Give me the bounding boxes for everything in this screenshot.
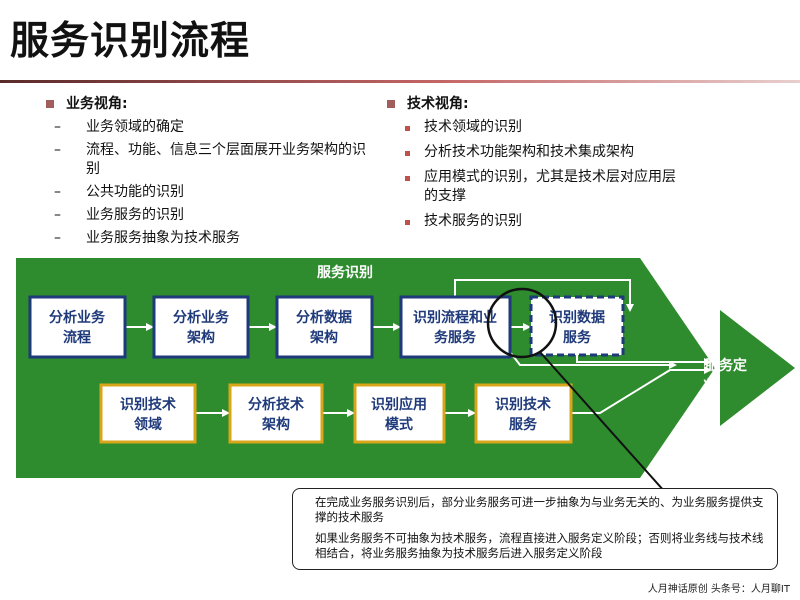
dot-bullet-icon	[405, 176, 410, 181]
box-label-line1: 识别技术	[495, 396, 551, 413]
square-bullet-icon	[387, 100, 395, 108]
technical-perspective: 技术视角: 技术领域的识别 分析技术功能架构和技术集成架构 应用模式的识别，尤其…	[383, 94, 703, 237]
result-arrowhead	[720, 310, 795, 426]
box-identify-tech-service: 识别技术 服务	[474, 383, 573, 444]
callout-pointer	[539, 351, 663, 488]
box-label-line1: 分析技术	[248, 396, 304, 413]
box-analyze-business-architecture: 分析业务 架构	[152, 295, 250, 359]
technical-heading: 技术视角:	[383, 94, 703, 114]
square-bullet-icon	[46, 100, 54, 108]
box-identify-process-business-service: 识别流程和业 务服务	[399, 295, 512, 359]
list-item: 技术服务的识别	[383, 212, 703, 231]
green-band-arrow	[16, 258, 715, 478]
list-item: 分析技术功能架构和技术集成架构	[383, 143, 703, 162]
box-label-line1: 识别数据	[549, 309, 605, 326]
list-item: –公共功能的识别	[54, 184, 184, 200]
box-label-line1: 识别技术	[120, 396, 176, 413]
technical-item-2: 分析技术功能架构和技术集成架构	[424, 144, 634, 160]
band-label: 服务识别	[317, 264, 373, 281]
box-label-line1: 分析数据	[296, 309, 352, 326]
box-label-line2: 领域	[134, 416, 162, 433]
box-label-line2: 务服务	[434, 329, 477, 346]
business-item-5: 业务服务抽象为技术服务	[86, 230, 240, 246]
list-item: 技术领域的识别	[383, 118, 703, 137]
result-label-line1: 服务定	[705, 357, 747, 374]
business-perspective: 业务视角: –业务领域的确定 –流程、功能、信息三个层面展开业务架构的识别 –公…	[42, 94, 382, 252]
box-label-line2: 服务	[509, 416, 538, 433]
dot-bullet-icon	[405, 220, 410, 225]
business-heading: 业务视角:	[42, 94, 382, 114]
dot-bullet-icon	[405, 151, 410, 156]
box-label-line2: 架构	[261, 416, 290, 433]
technical-heading-text: 技术视角:	[407, 96, 469, 112]
highlight-circle	[486, 287, 558, 359]
box-label-line2: 架构	[309, 329, 338, 346]
title-underline	[0, 80, 800, 83]
callout-paragraph-1: 在完成业务服务识别后，部分业务服务可进一步抽象为与业务无关的、为业务服务提供支撑…	[315, 495, 764, 524]
business-item-2: 流程、功能、信息三个层面展开业务架构的识别	[86, 142, 366, 177]
callout-paragraph-2: 如果业务服务不可抽象为技术服务，流程直接进入服务定义阶段；否则将业务线与技术线相…	[315, 531, 764, 560]
box-label-line1: 分析业务	[49, 309, 106, 326]
box-label-line1: 识别流程和业	[413, 309, 497, 326]
technical-item-3: 应用模式的识别，尤其是技术层对应用层的支撑	[424, 169, 676, 204]
box-analyze-business-process: 分析业务 流程	[28, 295, 127, 359]
list-item: –业务领域的确定	[54, 119, 184, 135]
dot-bullet-icon	[405, 126, 410, 131]
box-label-line1: 识别应用	[371, 396, 427, 413]
box-analyze-tech-architecture: 分析技术 架构	[228, 383, 324, 444]
business-item-3: 公共功能的识别	[86, 184, 184, 200]
box-identify-data-service: 识别数据 服务	[529, 295, 625, 357]
footer-credit: 人月神话原创 头条号：人月聊IT	[647, 584, 790, 595]
list-item: –业务服务抽象为技术服务	[54, 230, 240, 246]
technical-item-1: 技术领域的识别	[424, 119, 522, 135]
tech-service-to-result-arrow	[571, 366, 712, 414]
business-heading-text: 业务视角:	[66, 96, 128, 112]
box-label-line1: 分析业务	[173, 309, 230, 326]
technical-item-4: 技术服务的识别	[424, 213, 522, 229]
list-item: –流程、功能、信息三个层面展开业务架构的识别	[42, 141, 382, 179]
page-title: 服务识别流程	[10, 19, 251, 64]
list-item: 应用模式的识别，尤其是技术层对应用层的支撑	[383, 168, 703, 206]
explanation-callout: 在完成业务服务识别后，部分业务服务可进一步抽象为与业务无关的、为业务服务提供支撑…	[292, 488, 778, 570]
business-item-4: 业务服务的识别	[86, 207, 184, 223]
service-identification-diagram: 服务识别 分析业务 流程 分析业务 架构 分析数据 架构 识别流程和业 务服务 …	[16, 258, 795, 488]
box-identify-application-pattern: 识别应用 模式	[353, 383, 446, 444]
data-service-to-result-arrow	[576, 355, 712, 366]
list-item: –业务服务的识别	[54, 207, 184, 223]
business-item-1: 业务领域的确定	[86, 119, 184, 135]
result-label-line2: 义	[702, 377, 716, 394]
box-label-line2: 服务	[563, 329, 592, 346]
box-identify-tech-domain: 识别技术 领域	[99, 383, 197, 444]
box-label-line2: 模式	[385, 416, 413, 433]
box-label-line2: 流程	[63, 329, 91, 346]
box-label-line2: 架构	[186, 329, 215, 346]
box-analyze-data-architecture: 分析数据 架构	[275, 295, 374, 359]
bypass-arrow	[454, 279, 634, 312]
